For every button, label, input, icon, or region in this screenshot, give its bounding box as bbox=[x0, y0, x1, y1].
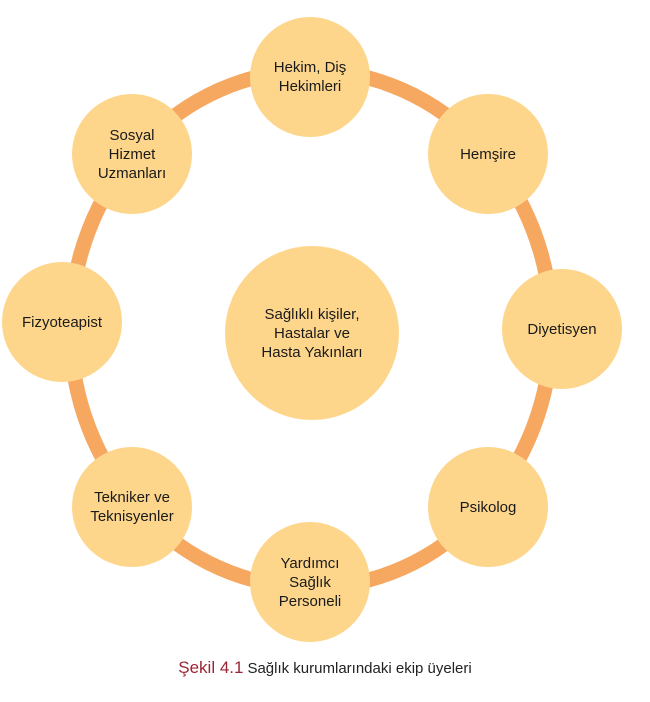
node-hekim: Hekim, Diş Hekimleri bbox=[250, 17, 370, 137]
node-yardimci-saglik-label: Yardımcı Sağlık Personeli bbox=[278, 554, 342, 610]
node-psikolog: Psikolog bbox=[428, 447, 548, 567]
node-fizyoterapist: Fizyoteapist bbox=[2, 262, 122, 382]
center-node-label: Sağlıklı kişiler, Hastalar ve Hasta Yakı… bbox=[261, 305, 363, 361]
figure-number: Şekil 4.1 bbox=[178, 658, 244, 677]
node-diyetisyen: Diyetisyen bbox=[502, 269, 622, 389]
node-tekniker-label: Tekniker ve Teknisyenler bbox=[90, 489, 174, 525]
node-yardimci-saglik: Yardımcı Sağlık Personeli bbox=[250, 522, 370, 642]
node-psikolog-label: Psikolog bbox=[459, 498, 517, 516]
node-hekim-label: Hekim, Diş Hekimleri bbox=[273, 59, 347, 95]
node-hemsire: Hemşire bbox=[428, 94, 548, 214]
figure-caption-text: Sağlık kurumlarındaki ekip üyeleri bbox=[247, 660, 472, 677]
node-sosyal-hizmet: Sosyal Hizmet Uzmanları bbox=[72, 94, 192, 214]
node-sosyal-hizmet-label: Sosyal Hizmet Uzmanları bbox=[97, 126, 167, 182]
node-hemsire-label: Hemşire bbox=[460, 145, 516, 163]
node-tekniker: Tekniker ve Teknisyenler bbox=[72, 447, 192, 567]
node-fizyoterapist-label: Fizyoteapist bbox=[21, 313, 103, 331]
center-node: Sağlıklı kişiler, Hastalar ve Hasta Yakı… bbox=[225, 246, 399, 420]
node-diyetisyen-label: Diyetisyen bbox=[527, 320, 597, 338]
